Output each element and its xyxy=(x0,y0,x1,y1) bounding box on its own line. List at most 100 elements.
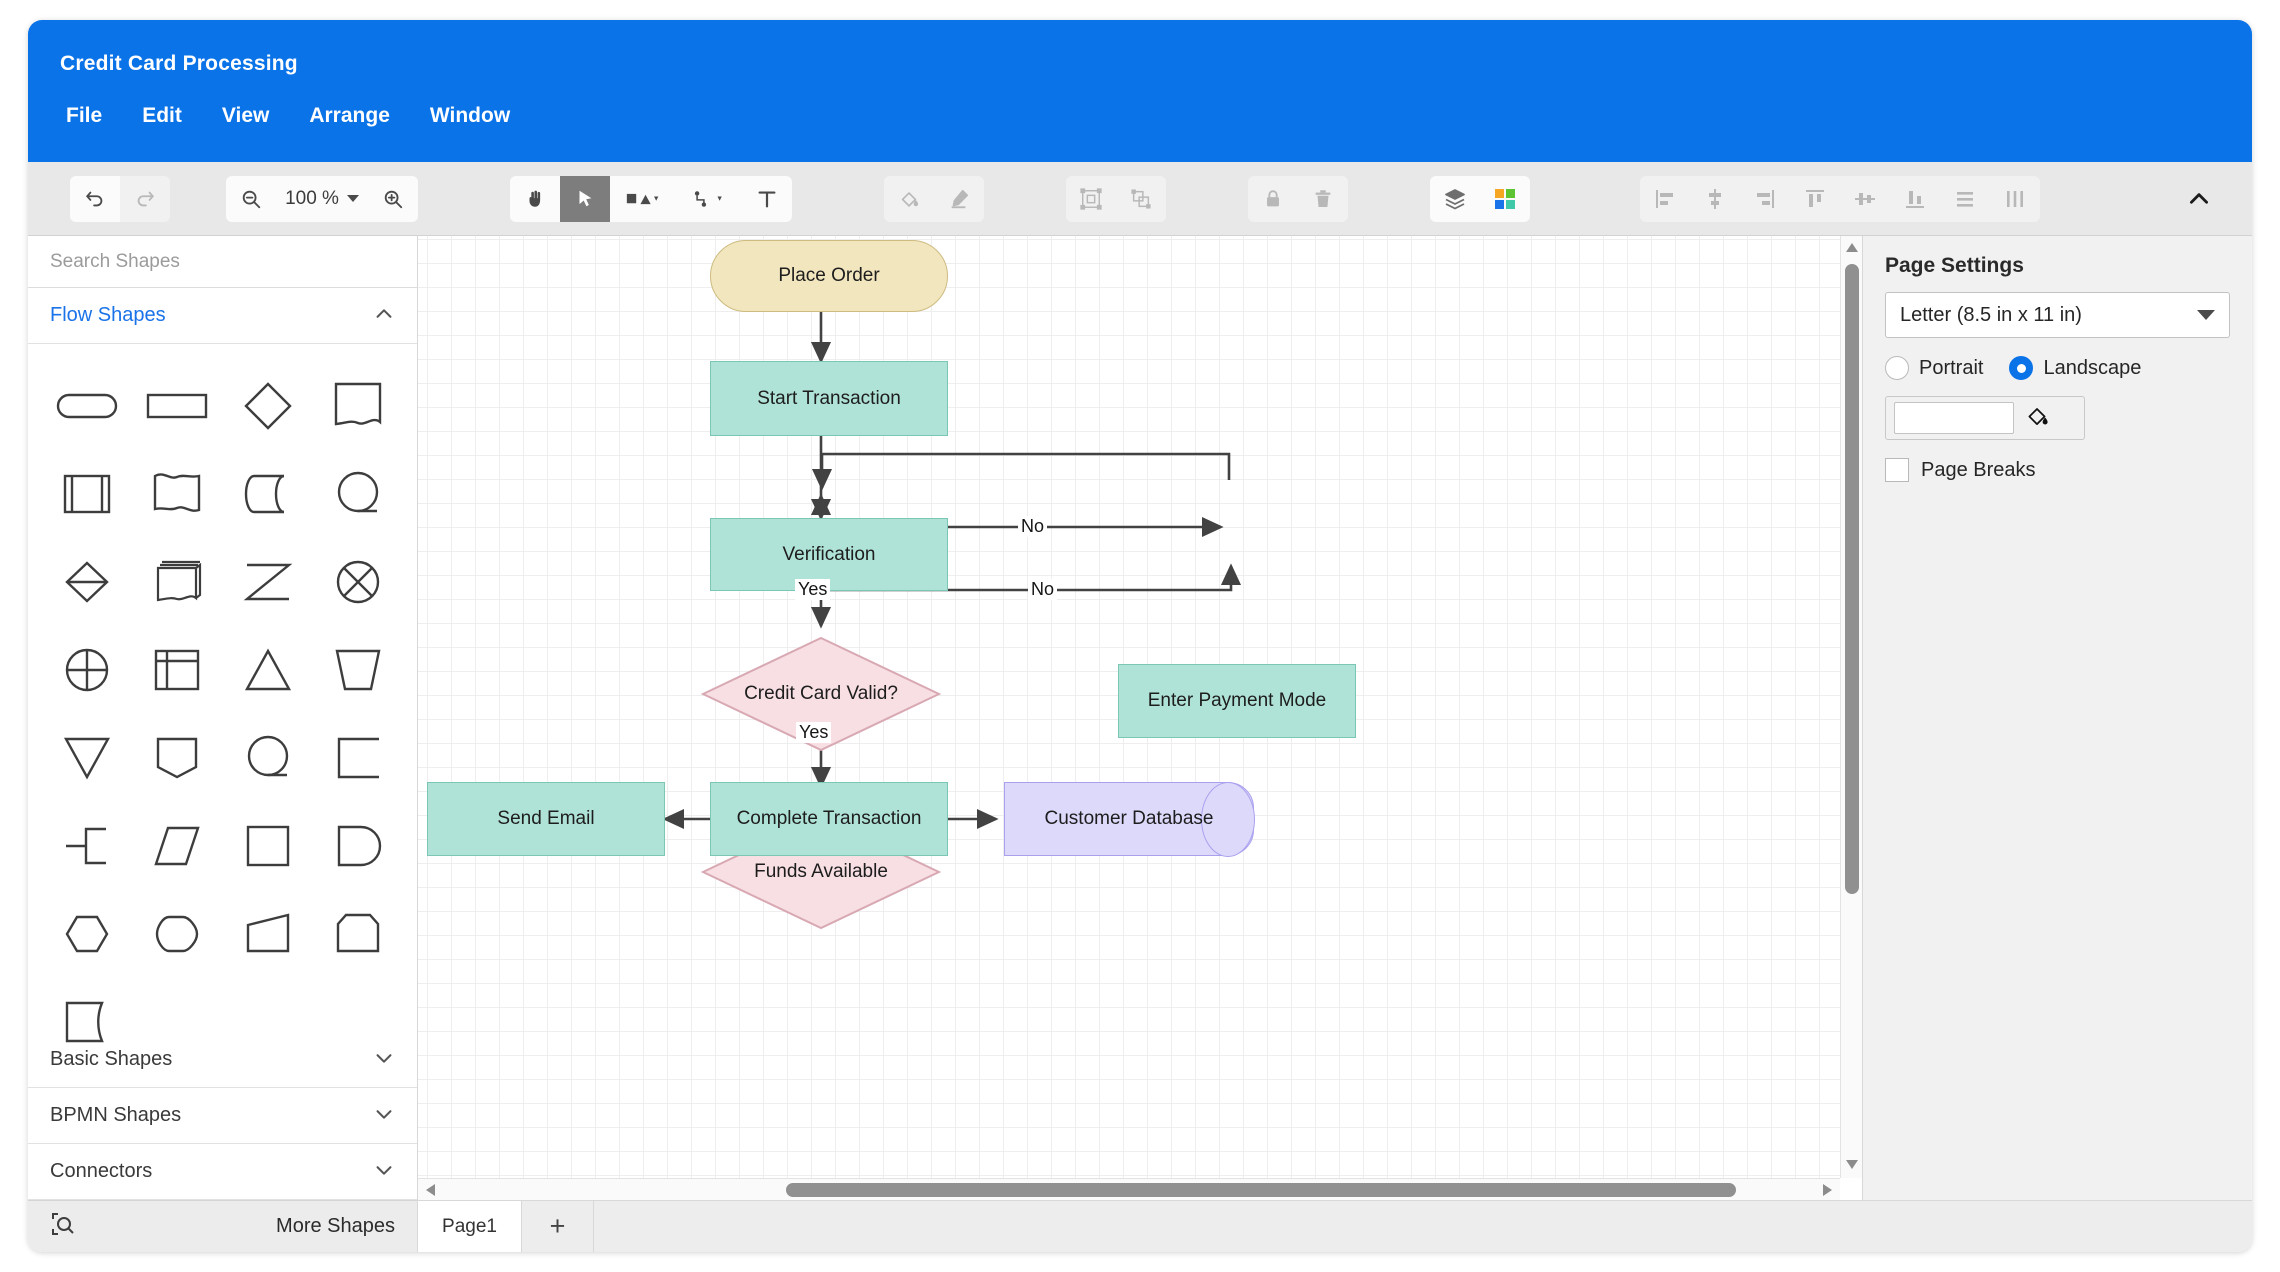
menu-arrange[interactable]: Arrange xyxy=(309,104,390,127)
node-credit-card-valid[interactable]: Credit Card Valid? xyxy=(701,636,941,752)
trash-icon[interactable] xyxy=(1298,175,1348,222)
chevron-up-icon xyxy=(373,303,395,328)
align-right-icon[interactable] xyxy=(1740,175,1790,222)
shape-rounded-rectangle[interactable] xyxy=(42,366,132,446)
shape-bracket-left[interactable] xyxy=(313,718,403,798)
node-start-transaction[interactable]: Start Transaction xyxy=(710,361,948,436)
connector-icon[interactable] xyxy=(676,175,742,222)
shape-decision-split[interactable] xyxy=(42,542,132,622)
radio-portrait[interactable] xyxy=(1885,356,1909,380)
section-flow-shapes-label: Flow Shapes xyxy=(50,304,166,326)
menu-edit[interactable]: Edit xyxy=(142,104,182,127)
horizontal-scroll-thumb[interactable] xyxy=(786,1183,1736,1197)
canvas-vertical-scrollbar[interactable] xyxy=(1840,236,1862,1178)
section-bpmn-shapes[interactable]: BPMN Shapes xyxy=(28,1088,417,1144)
shape-merge-hourglass[interactable] xyxy=(223,542,313,622)
shape-manual-input[interactable] xyxy=(223,894,313,974)
ungroup-icon[interactable] xyxy=(1116,175,1166,222)
add-page-button[interactable]: + xyxy=(522,1201,594,1252)
shape-square[interactable] xyxy=(223,806,313,886)
page-settings-title: Page Settings xyxy=(1885,254,2024,277)
hand-icon[interactable] xyxy=(510,175,560,222)
page-tab-page1[interactable]: Page1 xyxy=(418,1201,522,1252)
canvas-horizontal-scrollbar[interactable] xyxy=(418,1178,1840,1200)
radio-landscape[interactable] xyxy=(2009,356,2034,380)
shape-manual-operation[interactable] xyxy=(313,630,403,710)
shape-rectangle[interactable] xyxy=(132,366,222,446)
shape-card[interactable] xyxy=(132,718,222,798)
node-complete-transaction[interactable]: Complete Transaction xyxy=(710,782,948,856)
distribute-horizontal-icon[interactable] xyxy=(1990,175,2040,222)
align-bottom-icon[interactable] xyxy=(1890,175,1940,222)
shape-multi-document[interactable] xyxy=(132,454,222,534)
section-connectors[interactable]: Connectors xyxy=(28,1144,417,1200)
shape-tape-data[interactable] xyxy=(42,982,132,1062)
lock-icon[interactable] xyxy=(1248,175,1298,222)
scroll-left-arrow-icon[interactable] xyxy=(424,1183,438,1197)
align-top-icon[interactable] xyxy=(1790,175,1840,222)
undo-icon[interactable] xyxy=(70,175,120,222)
page-breaks-checkbox[interactable] xyxy=(1885,458,1909,482)
shape-circle-cross[interactable] xyxy=(313,542,403,622)
section-basic-shapes[interactable]: Basic Shapes xyxy=(28,1032,417,1088)
shape-direct-data[interactable] xyxy=(223,454,313,534)
paint-bucket-icon[interactable] xyxy=(884,175,934,222)
paper-size-value: Letter (8.5 in x 11 in) xyxy=(1900,303,2082,326)
zoom-level-dropdown[interactable]: 100 % xyxy=(276,175,368,222)
color-palette-icon[interactable] xyxy=(1480,175,1530,222)
cursor-icon[interactable] xyxy=(560,175,610,222)
shape-terminator-d[interactable] xyxy=(313,806,403,886)
background-color-input[interactable] xyxy=(1894,402,2014,434)
node-customer-database[interactable]: Customer Database xyxy=(1004,781,1255,857)
zoom-in-icon[interactable] xyxy=(368,175,418,222)
node-enter-payment-mode[interactable]: Enter Payment Mode xyxy=(1118,664,1356,738)
shape-diamond[interactable] xyxy=(223,366,313,446)
shape-annotation[interactable] xyxy=(42,806,132,886)
align-left-icon[interactable] xyxy=(1640,175,1690,222)
pen-icon[interactable] xyxy=(934,175,984,222)
shape-circle-quartered[interactable] xyxy=(42,630,132,710)
shape-rounded-hexagon[interactable] xyxy=(132,894,222,974)
menu-window[interactable]: Window xyxy=(429,104,511,127)
node-credit-card-valid-label: Credit Card Valid? xyxy=(744,683,898,704)
edge-label-yes-1: Yes xyxy=(795,579,831,600)
zoom-out-icon[interactable] xyxy=(226,175,276,222)
node-send-email[interactable]: Send Email xyxy=(427,782,665,856)
search-input[interactable] xyxy=(50,250,395,273)
diagram-canvas[interactable]: Place Order Start Transaction Verificati… xyxy=(418,236,1840,1178)
shapes-icon[interactable] xyxy=(610,175,676,222)
node-verification[interactable]: Verification xyxy=(710,518,948,591)
scroll-down-arrow-icon[interactable] xyxy=(1845,1158,1859,1172)
vertical-scroll-thumb[interactable] xyxy=(1845,264,1859,894)
shape-extract-triangle[interactable] xyxy=(223,630,313,710)
redo-icon[interactable] xyxy=(120,175,170,222)
chevron-up-icon[interactable] xyxy=(2176,176,2222,222)
paint-bucket-icon[interactable] xyxy=(2024,403,2050,434)
group-icon[interactable] xyxy=(1066,175,1116,222)
node-place-order[interactable]: Place Order xyxy=(710,240,948,312)
shape-stored-data[interactable] xyxy=(313,454,403,534)
section-flow-shapes[interactable]: Flow Shapes xyxy=(28,288,417,344)
paper-size-dropdown[interactable]: Letter (8.5 in x 11 in) xyxy=(1885,292,2230,338)
shape-predefined-process[interactable] xyxy=(42,454,132,534)
layers-icon[interactable] xyxy=(1430,175,1480,222)
shape-internal-storage[interactable] xyxy=(132,630,222,710)
shape-chamfered-rectangle[interactable] xyxy=(313,894,403,974)
shape-document[interactable] xyxy=(313,366,403,446)
scroll-right-arrow-icon[interactable] xyxy=(1820,1183,1834,1197)
scroll-up-arrow-icon[interactable] xyxy=(1845,242,1859,256)
flow-shapes-grid xyxy=(28,344,417,1072)
node-start-transaction-label: Start Transaction xyxy=(757,387,901,409)
shape-parallelogram[interactable] xyxy=(132,806,222,886)
align-center-horizontal-icon[interactable] xyxy=(1690,175,1740,222)
shape-display[interactable] xyxy=(223,718,313,798)
text-icon[interactable] xyxy=(742,175,792,222)
distribute-vertical-icon[interactable] xyxy=(1940,175,1990,222)
shape-merge-triangle-down[interactable] xyxy=(42,718,132,798)
menu-file[interactable]: File xyxy=(66,104,103,127)
shape-multi-page-document[interactable] xyxy=(132,542,222,622)
more-shapes-button[interactable]: More Shapes xyxy=(28,1200,417,1252)
align-middle-icon[interactable] xyxy=(1840,175,1890,222)
menu-view[interactable]: View xyxy=(221,104,270,127)
shape-hexagon[interactable] xyxy=(42,894,132,974)
